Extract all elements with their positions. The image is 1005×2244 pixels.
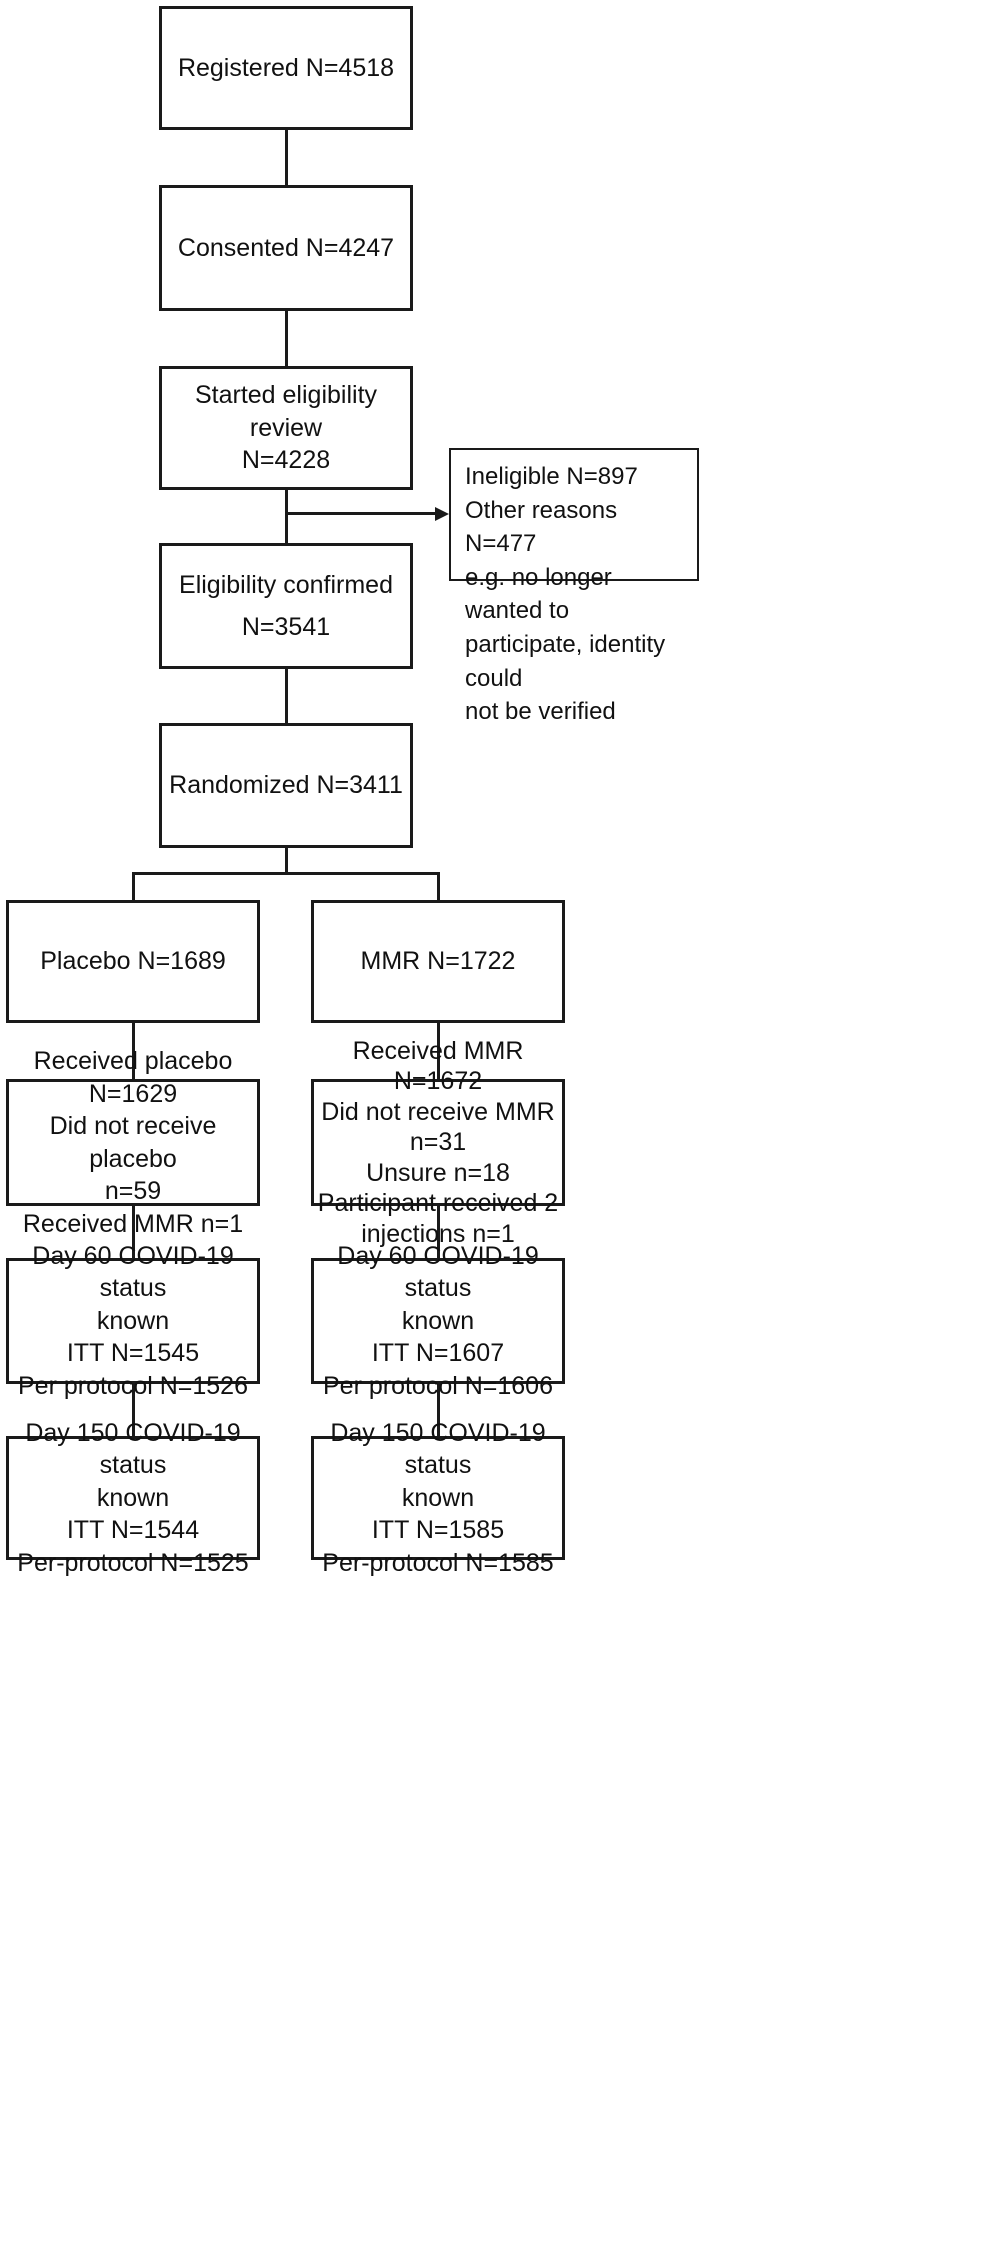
confirmed-label-line1: Eligibility confirmed: [179, 570, 393, 599]
placebo-day150-line3: ITT N=1544: [66, 1516, 200, 1545]
connector-registered-consented: [285, 127, 288, 185]
connector-split-horizontal: [132, 872, 440, 875]
connector-consented-review: [285, 308, 288, 366]
box-mmr-day60: Day 60 COVID-19 status known ITT N=1607 …: [311, 1242, 565, 1400]
box-placebo-day150: Day 150 COVID-19 status known ITT N=1544…: [6, 1419, 260, 1577]
box-placebo-received: Received placebo N=1629 Did not receive …: [6, 1047, 260, 1238]
arrow-to-exclusion: [435, 507, 449, 521]
mmr-received-line5: injections n=1: [361, 1219, 515, 1248]
placebo-day60-line3: ITT N=1545: [66, 1339, 200, 1368]
placebo-received-line4: Received MMR n=1: [22, 1209, 244, 1238]
mmr-day60-line2: known: [401, 1306, 475, 1335]
mmr-day60-line4: Per protocol N=1606: [322, 1371, 553, 1400]
mmr-day150-line1: Day 150 COVID-19 status: [330, 1418, 546, 1480]
box-placebo-day60: Day 60 COVID-19 status known ITT N=1545 …: [6, 1242, 260, 1400]
connector-placebo-day150: [132, 1381, 135, 1436]
connector-placebo-day60: [132, 1203, 135, 1258]
placebo-day150-line2: known: [96, 1483, 170, 1512]
placebo-received-line3: n=59: [104, 1177, 162, 1205]
box-mmr-received: Received MMR N=1672 Did not receive MMR …: [311, 1037, 565, 1248]
review-label-line2: N=4228: [241, 446, 331, 475]
connector-mmr-day60: [437, 1203, 440, 1258]
box-consented: Consented N=4247: [159, 185, 413, 311]
connector-split-placebo: [132, 872, 135, 900]
connector-placebo-received: [132, 1020, 135, 1079]
placebo-day60-line1: Day 60 COVID-19 status: [32, 1241, 234, 1303]
box-mmr-day150: Day 150 COVID-19 status known ITT N=1585…: [311, 1419, 565, 1577]
placebo-received-line1: Received placebo N=1629: [33, 1047, 233, 1108]
exclusion-line1: Ineligible N=897: [465, 463, 638, 490]
exclusion-line2: Other reasons N=477: [465, 496, 618, 558]
exclusion-line4: participate, identity could: [465, 630, 666, 692]
mmr-received-line2: Did not receive MMR n=31: [321, 1097, 555, 1157]
registered-label: Registered N=4518: [177, 53, 395, 82]
connector-mmr-day150: [437, 1381, 440, 1436]
review-label-line1: Started eligibility review: [194, 381, 378, 442]
mmr-day60-line1: Day 60 COVID-19 status: [337, 1241, 539, 1303]
placebo-day60-line2: known: [96, 1306, 170, 1335]
mmr-allocated-label: MMR N=1722: [360, 947, 516, 976]
exclusion-line5: not be verified: [465, 698, 616, 726]
mmr-day150-line3: ITT N=1585: [371, 1516, 505, 1545]
connector-confirmed-randomized: [285, 666, 288, 723]
box-registered: Registered N=4518: [159, 6, 413, 130]
connector-mmr-received: [437, 1020, 440, 1079]
connector-randomized-split: [285, 845, 288, 875]
mmr-day60-line3: ITT N=1607: [371, 1339, 505, 1368]
confirmed-label-line2: N=3541: [241, 613, 331, 641]
mmr-day150-line4: Per-protocol N=1585: [322, 1548, 554, 1577]
placebo-received-line2: Did not receive placebo: [49, 1112, 217, 1173]
placebo-day60-line4: Per protocol N=1526: [17, 1371, 248, 1400]
placebo-day150-line4: Per-protocol N=1525: [17, 1548, 249, 1577]
placebo-day150-line1: Day 150 COVID-19 status: [25, 1418, 241, 1480]
connector-split-mmr: [437, 872, 440, 900]
exclusion-line3: e.g. no longer wanted to: [465, 563, 612, 625]
connector-exclusion-branch: [285, 512, 435, 515]
box-eligibility-review: Started eligibility review N=4228: [159, 366, 413, 490]
box-eligibility-confirmed: Eligibility confirmed N=3541: [159, 543, 413, 669]
consented-label: Consented N=4247: [177, 233, 395, 262]
mmr-day150-line2: known: [401, 1483, 475, 1512]
connector-review-confirmed: [285, 487, 288, 543]
placebo-allocated-label: Placebo N=1689: [40, 947, 226, 976]
mmr-received-line1: Received MMR N=1672: [352, 1036, 524, 1096]
box-mmr-allocated: MMR N=1722: [311, 900, 565, 1023]
mmr-received-line4: Participant received 2: [317, 1189, 559, 1218]
box-placebo-allocated: Placebo N=1689: [6, 900, 260, 1023]
randomized-label: Randomized N=3411: [169, 771, 403, 800]
box-randomized: Randomized N=3411: [159, 723, 413, 848]
box-exclusions: Ineligible N=897 Other reasons N=477 e.g…: [449, 448, 699, 725]
mmr-received-line3: Unsure n=18: [366, 1158, 510, 1187]
